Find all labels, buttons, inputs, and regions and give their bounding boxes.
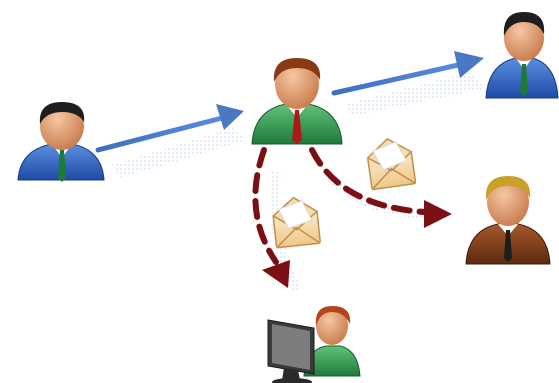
solid-arrow-relay-to-top-right: [331, 51, 488, 116]
envelope-icon: [366, 138, 417, 191]
monitor-icon: [267, 319, 315, 383]
solid-arrow-sender-to-relay: [95, 104, 248, 178]
dashed-arrow-relay-to-right: [309, 147, 452, 228]
person-icon-recipient-right: [465, 176, 551, 265]
person-icon-recipient-top-right: [485, 12, 559, 99]
person-icon-relay: [251, 58, 343, 145]
computer-user-icon: [267, 306, 361, 383]
person-icon-sender: [17, 102, 105, 182]
envelope-icon: [271, 196, 321, 249]
